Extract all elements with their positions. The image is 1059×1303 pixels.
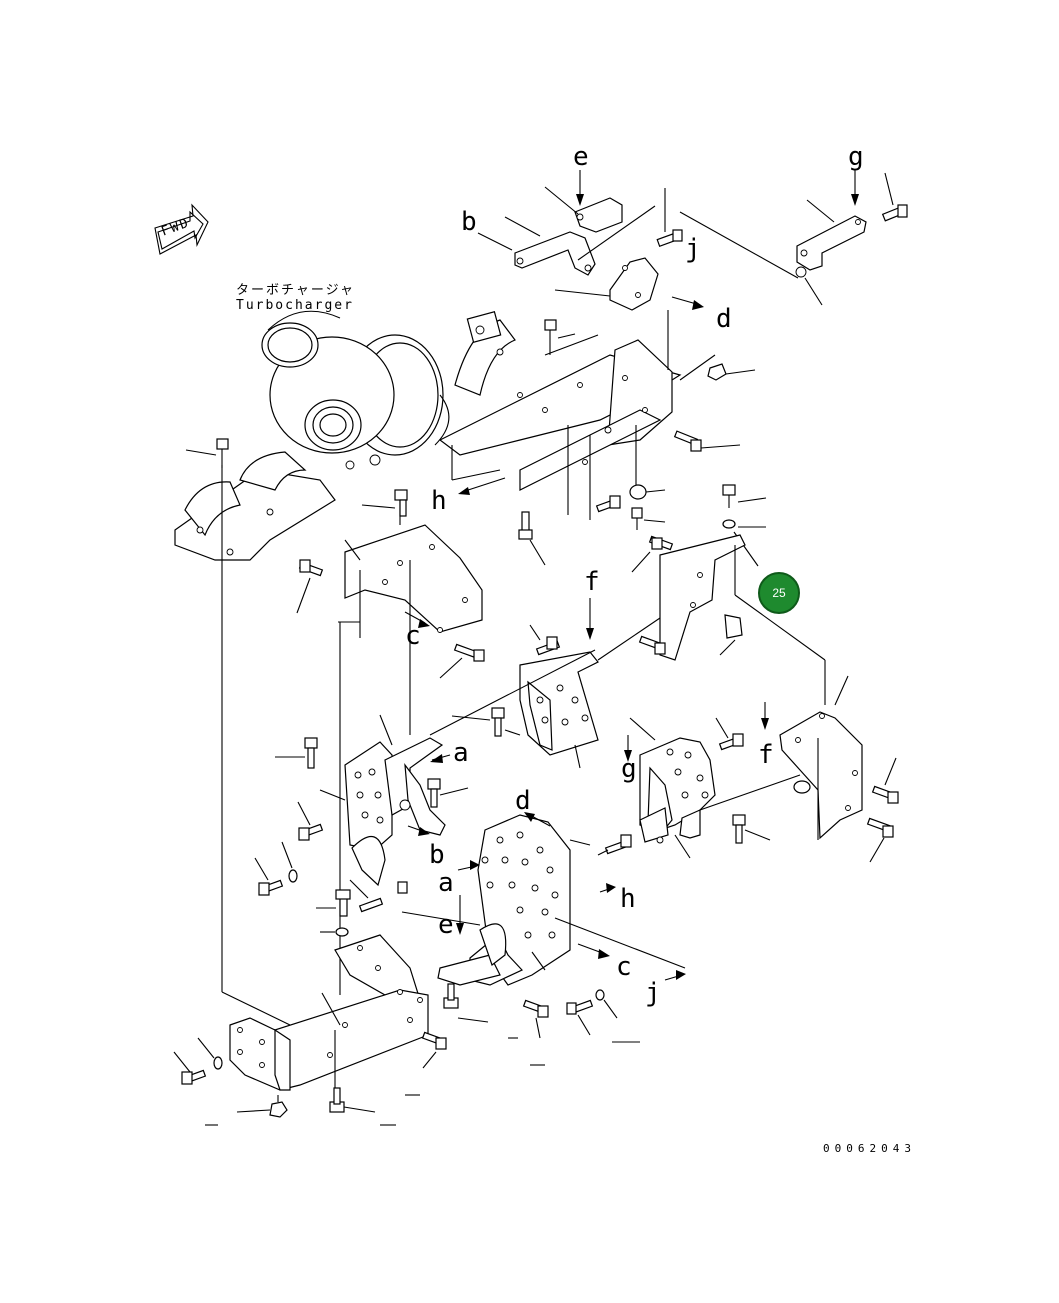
bracket-f-center (519, 617, 661, 769)
label-g-right: g (621, 754, 637, 784)
label-c-mid: c (405, 621, 421, 651)
nut-lower-left (236, 1095, 288, 1118)
bolt-lower-right-of-left (421, 1031, 447, 1069)
bolt-washer-group (595, 484, 666, 530)
bolt-center-right (597, 834, 632, 856)
bolt-callout-25 (722, 484, 767, 567)
bolt-lower-mid (443, 983, 618, 1039)
fwd-arrow-icon (154, 203, 209, 255)
bolt-f-far-right (866, 757, 899, 863)
bolt-f-center (529, 624, 561, 656)
bolt-lower-center (329, 1087, 376, 1113)
turbocharger (261, 310, 450, 470)
bracket-lower-left (221, 465, 429, 1091)
label-b-top: b (461, 207, 477, 237)
bracket-callout-25 (631, 534, 826, 705)
bracket-right-f (779, 675, 863, 840)
label-h-low: h (620, 884, 636, 914)
label-h-mid: h (431, 486, 447, 516)
bolt-lower-left-1 (173, 1037, 223, 1085)
label-j-top: j (685, 234, 701, 264)
turbocharger-label-jp: ターボチャージャ (236, 283, 355, 298)
bolt-f-left (451, 707, 521, 737)
label-a-left: a (453, 738, 469, 768)
label-a-low: a (438, 868, 454, 898)
bolt-b-left (297, 801, 324, 841)
bracket-center-da (401, 814, 591, 986)
bolt-a-left (275, 737, 318, 769)
nut-upper-right (707, 363, 756, 381)
exhaust-manifold-lower (174, 451, 336, 561)
cover-plate-c (344, 489, 483, 633)
bracket-b-top (477, 186, 623, 276)
bracket-right-g (629, 717, 801, 859)
turbocharger-label-en: Turbocharger (236, 298, 354, 313)
bolt-g-low (732, 814, 771, 844)
callout-25[interactable]: 25 (758, 572, 800, 614)
bolt-top-right (881, 204, 908, 222)
bracket-upper-right (451, 310, 716, 520)
bracket-g-top (679, 172, 894, 306)
label-d-low: d (515, 786, 531, 816)
bracket-left-ab (319, 714, 446, 887)
label-g-top: g (848, 142, 864, 172)
bolt-a-center (427, 778, 469, 808)
label-f-right: f (758, 740, 774, 770)
bolt-g-right (715, 717, 744, 751)
bolt-c-right (439, 643, 485, 679)
label-c-low: c (616, 952, 632, 982)
bolt-washer-left (254, 841, 298, 896)
label-d-top: d (716, 304, 732, 334)
bolt-c-left (296, 559, 324, 614)
label-e-low: e (438, 910, 454, 940)
bolt-manifold-top (544, 319, 576, 355)
label-f-mid: f (584, 567, 600, 597)
bolt-mid-left (518, 511, 546, 566)
bolt-left-3 (316, 879, 408, 937)
label-e-top: e (573, 142, 589, 172)
bracket-j (554, 188, 666, 311)
bolt-manifold-left (185, 438, 229, 468)
drawing-code: 00062043 (823, 1142, 916, 1155)
label-j-low: j (645, 978, 661, 1008)
bolt-upper-right-2 (673, 430, 741, 452)
label-b-low: b (429, 840, 445, 870)
bolt-j (656, 229, 683, 248)
